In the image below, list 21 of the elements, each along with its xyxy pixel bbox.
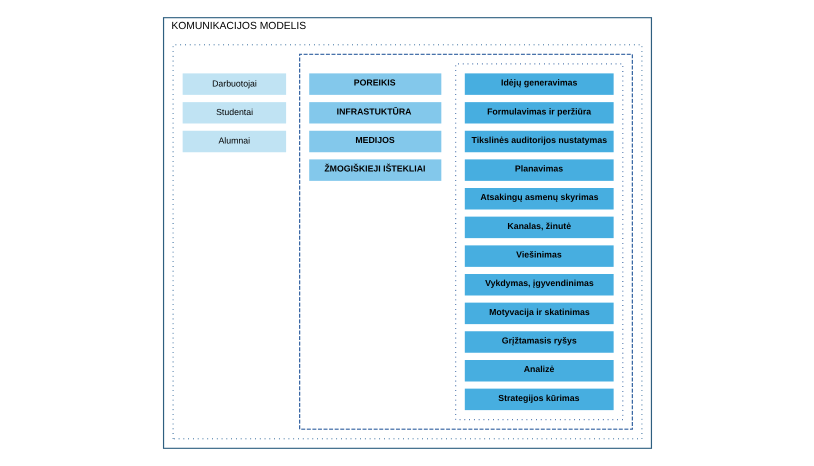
node-box: Planavimas [464,159,614,181]
node-box: Kanalas, žinutė [464,216,614,238]
cluster [454,63,623,420]
node-box: Atsakingų asmenų skyrimas [464,188,614,210]
node-box: Grįžtamasis ryšys [464,331,614,353]
node-box: Viešinimas [464,245,614,267]
node-box: Alumnai [182,130,286,152]
node-box: Motyvacija ir skatinimas [464,302,614,324]
node-box: ŽMOGIŠKIEJI IŠTEKLIAI [308,159,441,181]
node-box: Analizė [464,360,614,382]
node-box: Tikslinės auditorijos nustatymas [464,130,614,152]
node-box: INFRASTUKTŪRA [308,102,441,124]
node-box: POREIKIS [308,73,441,95]
node-box: Idėjų generavimas [464,73,614,95]
node-box: Vykdymas, įgyvendinimas [464,274,614,296]
node-box: Darbuotojai [182,73,286,95]
node-box: Formulavimas ir peržiūra [464,102,614,124]
node-box: Strategijos kūrimas [464,388,614,410]
node-box: Studentai [182,102,286,124]
node-box: MEDIJOS [308,130,441,152]
cluster [298,54,632,430]
